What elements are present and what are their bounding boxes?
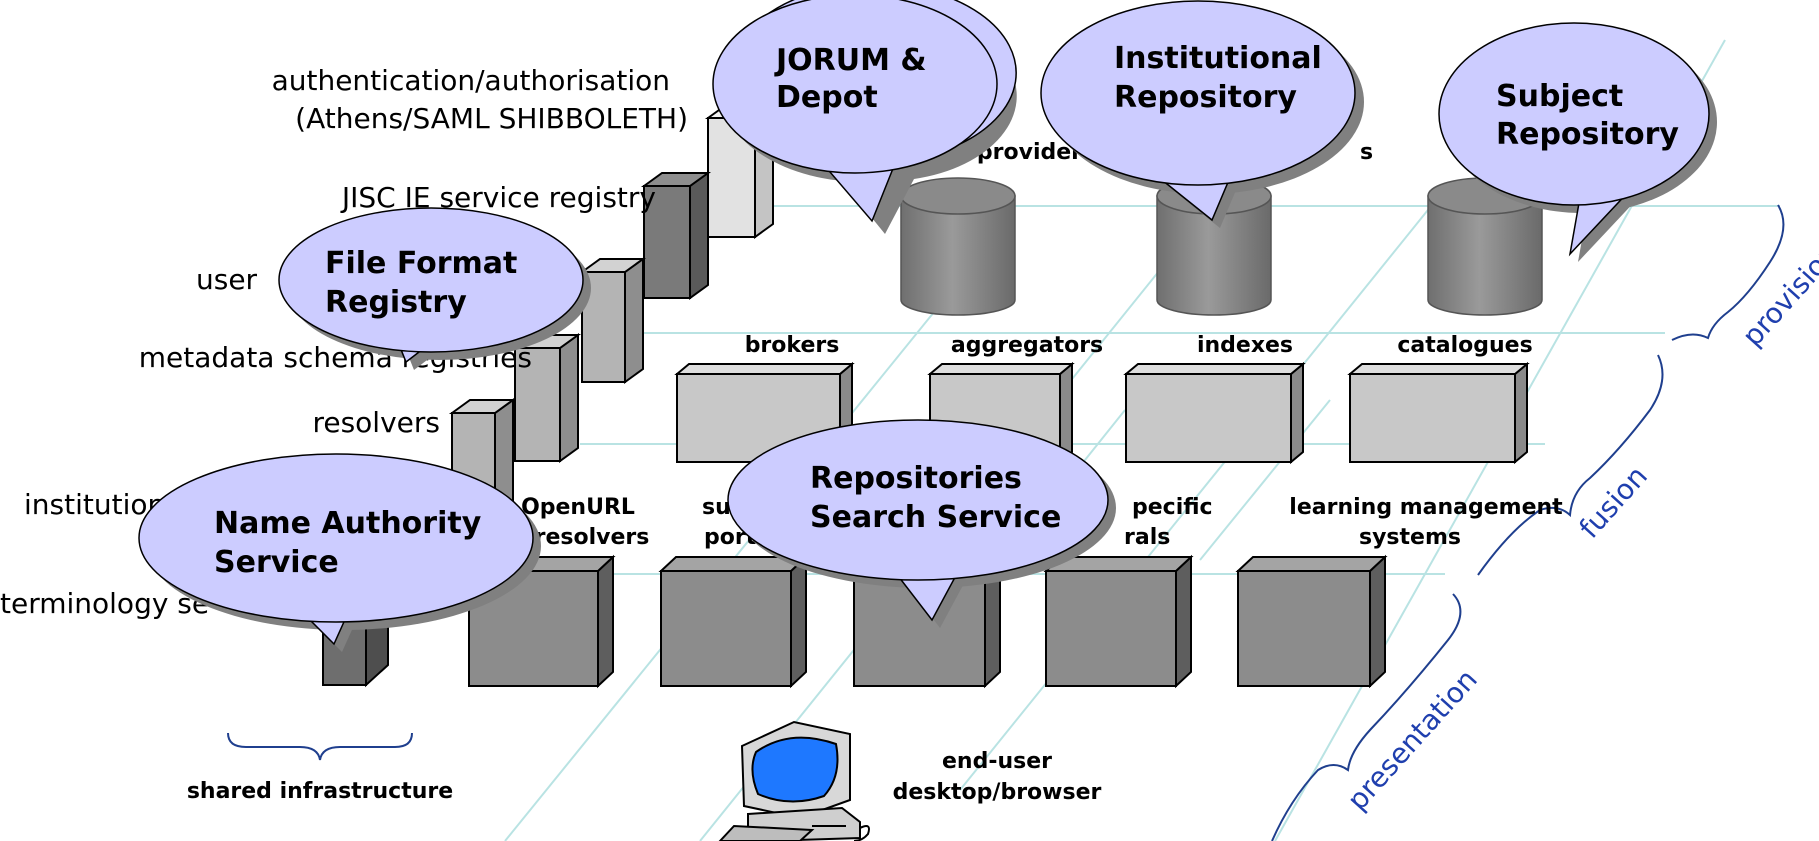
presentation-label-systems: systems xyxy=(1359,525,1461,550)
callout-institutional-line1: Institutional xyxy=(1114,41,1322,76)
presentation-label-pecific: pecific xyxy=(1132,495,1213,520)
end-user-label-line1: end-user xyxy=(942,749,1052,774)
callout-file-format-line1: File Format xyxy=(325,246,517,281)
provision-layer-label: provision xyxy=(1736,236,1819,353)
brokers-box xyxy=(674,361,855,465)
presentation-label-learning-management: learning management xyxy=(1289,495,1563,520)
layer-braces xyxy=(227,204,1785,841)
presentation-brace xyxy=(1271,593,1462,841)
presentation-label-resolvers: resolvers xyxy=(535,525,650,550)
callout-institutional-line2: Repository xyxy=(1114,80,1297,115)
callout-subject-line2: Repository xyxy=(1496,117,1679,152)
institutional-portals-box xyxy=(1043,554,1194,689)
callout-name-authority-line1: Name Authority xyxy=(214,506,482,541)
callout-name-authority-service: Name Authority Service xyxy=(138,453,541,652)
end-user-label-line2: desktop/browser xyxy=(893,780,1102,805)
cylinder-1 xyxy=(900,177,1016,316)
presentation-label-openurl: OpenURL xyxy=(521,495,635,520)
infra-label-service-registry: JISC IE service registry xyxy=(340,181,656,214)
callout-file-format-line2: Registry xyxy=(325,285,467,320)
fusion-label-brokers: brokers xyxy=(745,333,840,358)
subject-portals-box xyxy=(658,554,809,689)
presentation-label-rals: rals xyxy=(1124,525,1170,550)
callout-name-authority-line2: Service xyxy=(214,545,339,580)
callout-repositories-line2: Search Service xyxy=(810,500,1061,535)
callout-jorum-depot: JORUM & Depot xyxy=(712,0,1017,234)
fusion-label-catalogues: catalogues xyxy=(1397,333,1532,358)
catalogues-box xyxy=(1347,361,1530,465)
callout-institutional-repository: Institutional Repository xyxy=(1040,0,1364,228)
callout-repositories-line1: Repositories xyxy=(810,461,1022,496)
callout-subject-line1: Subject xyxy=(1496,79,1623,114)
callout-jorum-line1: JORUM & xyxy=(774,43,927,78)
shared-infrastructure-labels: authentication/authorisation (Athens/SAM… xyxy=(0,64,688,804)
indexes-box xyxy=(1123,361,1306,465)
infra-label-authentication: authentication/authorisation xyxy=(272,64,670,97)
callout-jorum-line2: Depot xyxy=(776,80,878,115)
provision-cylinders xyxy=(900,177,1543,316)
infra-label-user: user xyxy=(196,263,258,296)
fusion-brace xyxy=(1477,354,1664,576)
callout-subject-repository: Subject Repository xyxy=(1438,22,1717,262)
lms-box xyxy=(1235,554,1388,689)
fusion-label-indexes: indexes xyxy=(1197,333,1293,358)
fusion-layer-label: fusion xyxy=(1573,460,1654,545)
provision-brace xyxy=(1671,204,1785,341)
provision-label-s: s xyxy=(1360,140,1373,165)
fusion-boxes xyxy=(674,361,1530,465)
fusion-label-aggregators: aggregators xyxy=(951,333,1103,358)
callout-file-format-registry: File Format Registry xyxy=(278,207,591,370)
infra-label-athens-saml: (Athens/SAML SHIBBOLETH) xyxy=(295,102,688,135)
end-user-computer-icon xyxy=(718,720,870,841)
shared-infrastructure-brace xyxy=(227,732,413,761)
infra-label-resolvers: resolvers xyxy=(312,406,440,439)
callout-repositories-search-service: Repositories Search Service xyxy=(727,419,1116,628)
shared-infrastructure-caption: shared infrastructure xyxy=(187,779,453,804)
infra-label-terminology: terminology se xyxy=(0,587,209,620)
